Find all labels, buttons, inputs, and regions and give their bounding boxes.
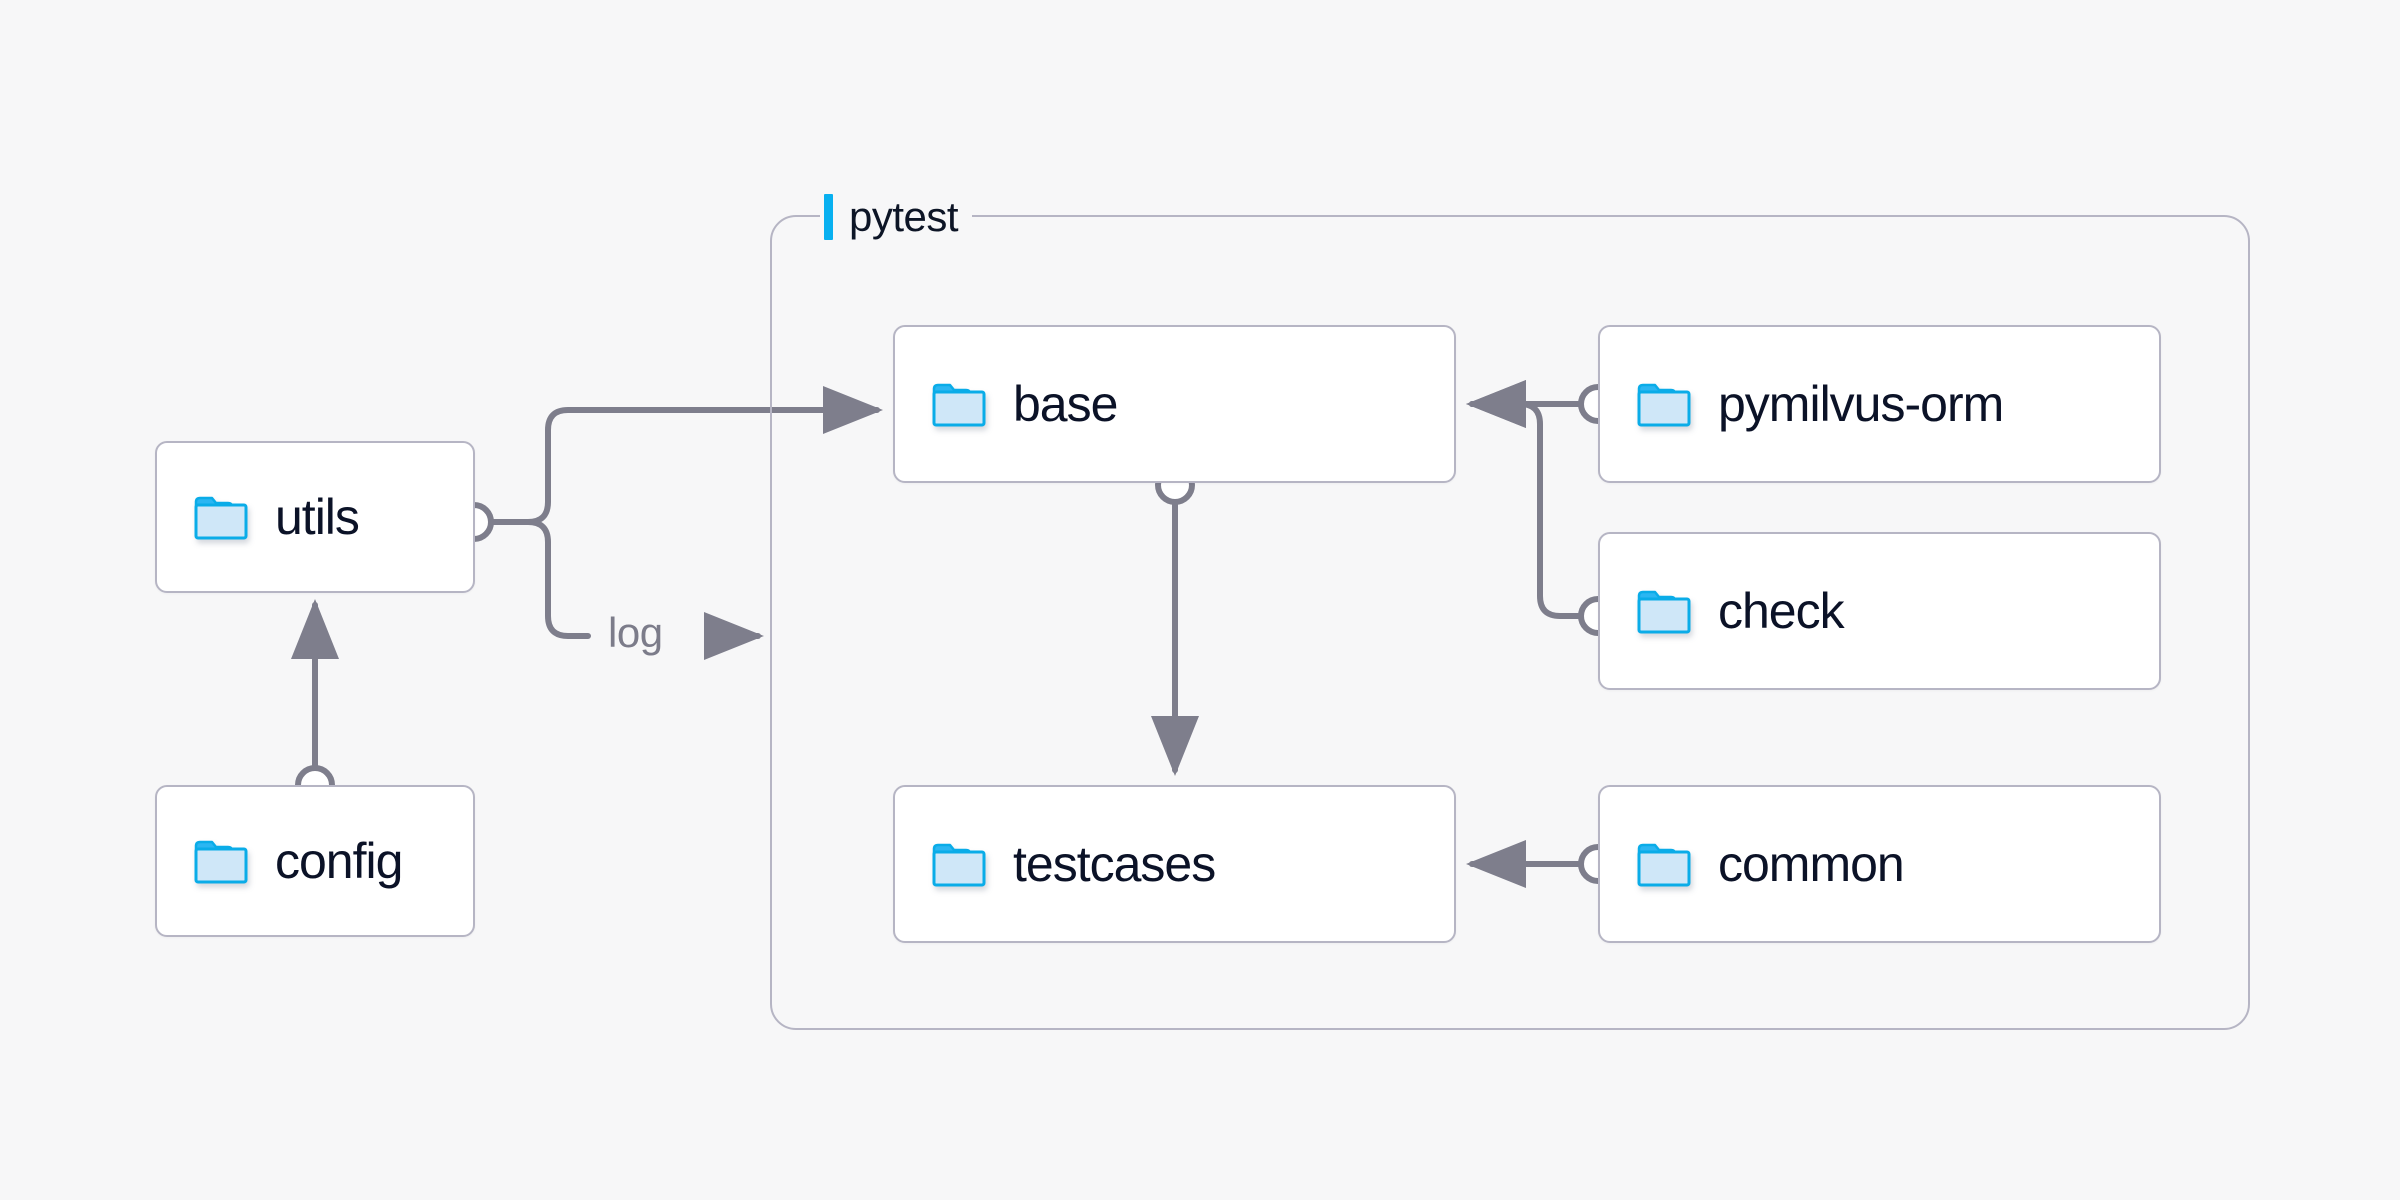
folder-icon — [932, 843, 986, 887]
node-base-label: base — [1013, 376, 1118, 432]
node-testcases[interactable]: testcases — [893, 785, 1456, 943]
node-common[interactable]: common — [1598, 785, 2161, 943]
node-common-label: common — [1718, 836, 1905, 892]
node-base[interactable]: base — [893, 325, 1456, 483]
group-pytest[interactable] — [770, 215, 2250, 1030]
node-check-label: check — [1718, 583, 1845, 639]
folder-icon — [194, 496, 248, 540]
node-utils-label: utils — [275, 489, 360, 545]
folder-icon — [194, 840, 248, 884]
group-accent-bar — [824, 194, 833, 240]
folder-icon — [1637, 383, 1691, 427]
folder-icon — [1637, 843, 1691, 887]
edge-label-log: log — [600, 612, 671, 654]
node-pymilvus-orm[interactable]: pymilvus-orm — [1598, 325, 2161, 483]
folder-icon — [932, 383, 986, 427]
node-check[interactable]: check — [1598, 532, 2161, 690]
node-utils[interactable]: utils — [155, 441, 475, 593]
node-testcases-label: testcases — [1013, 836, 1216, 892]
group-pytest-label-text: pytest — [849, 193, 959, 240]
node-config[interactable]: config — [155, 785, 475, 937]
node-config-label: config — [275, 833, 403, 889]
edge-utils-to-log — [489, 519, 591, 639]
group-pytest-label: pytest — [820, 188, 973, 246]
folder-icon — [1637, 590, 1691, 634]
node-pymilvus-orm-label: pymilvus-orm — [1718, 376, 2004, 432]
